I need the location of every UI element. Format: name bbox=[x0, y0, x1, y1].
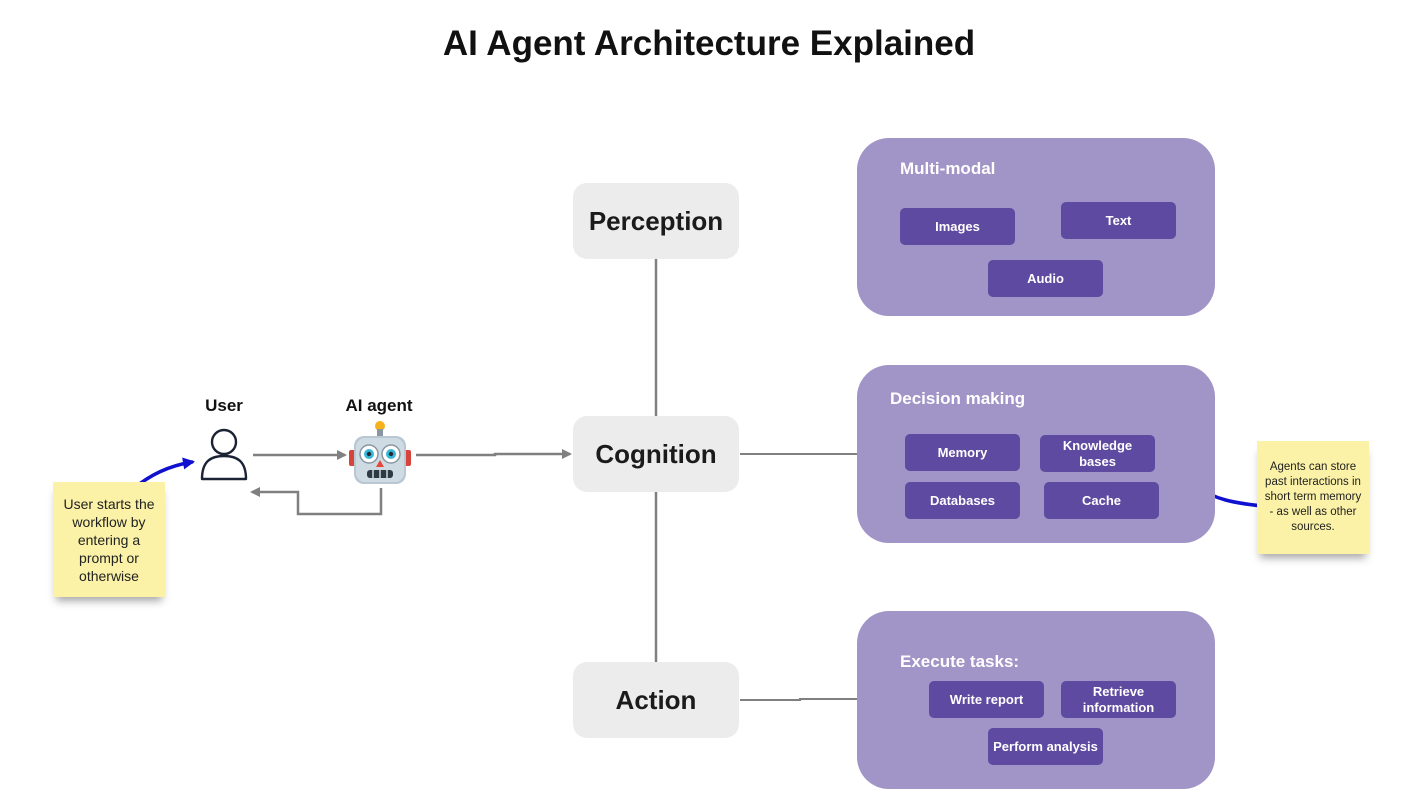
page-title: AI Agent Architecture Explained bbox=[442, 24, 976, 63]
audio-chip: Audio bbox=[988, 260, 1103, 297]
multimodal-panel: Multi-modal Images Text Audio bbox=[857, 138, 1215, 316]
robot-icon bbox=[349, 421, 411, 484]
execute-panel: Execute tasks: Write report Retrieve inf… bbox=[857, 611, 1215, 789]
user-icon bbox=[200, 428, 248, 481]
action-to-execute bbox=[740, 698, 858, 701]
perception-node: Perception bbox=[573, 183, 739, 259]
text-chip: Text bbox=[1061, 202, 1176, 239]
left-sticky-note: User starts the workflow by entering a p… bbox=[53, 482, 165, 597]
memory-chip: Memory bbox=[905, 434, 1020, 471]
cognition-node: Cognition bbox=[573, 416, 739, 492]
databases-chip: Databases bbox=[905, 482, 1020, 519]
agent-to-cognition-arrow bbox=[416, 449, 572, 459]
execute-title: Execute tasks: bbox=[900, 652, 1020, 671]
cache-chip: Cache bbox=[1044, 482, 1159, 519]
retrieve-information-chip: Retrieve information bbox=[1061, 681, 1176, 718]
images-chip: Images bbox=[900, 208, 1015, 245]
action-node: Action bbox=[573, 662, 739, 738]
multimodal-title: Multi-modal bbox=[900, 159, 996, 178]
decision-panel: Decision making Memory Knowledge bases D… bbox=[857, 365, 1215, 543]
user-label: User bbox=[205, 396, 243, 415]
knowledge-bases-chip: Knowledge bases bbox=[1040, 435, 1155, 472]
write-report-chip: Write report bbox=[929, 681, 1044, 718]
right-sticky-note: Agents can store past interactions in sh… bbox=[1257, 441, 1369, 554]
agent-label: AI agent bbox=[345, 396, 413, 415]
agent-to-user-arrow bbox=[250, 487, 383, 516]
decision-title: Decision making bbox=[890, 389, 1026, 408]
perform-analysis-chip: Perform analysis bbox=[988, 728, 1103, 765]
